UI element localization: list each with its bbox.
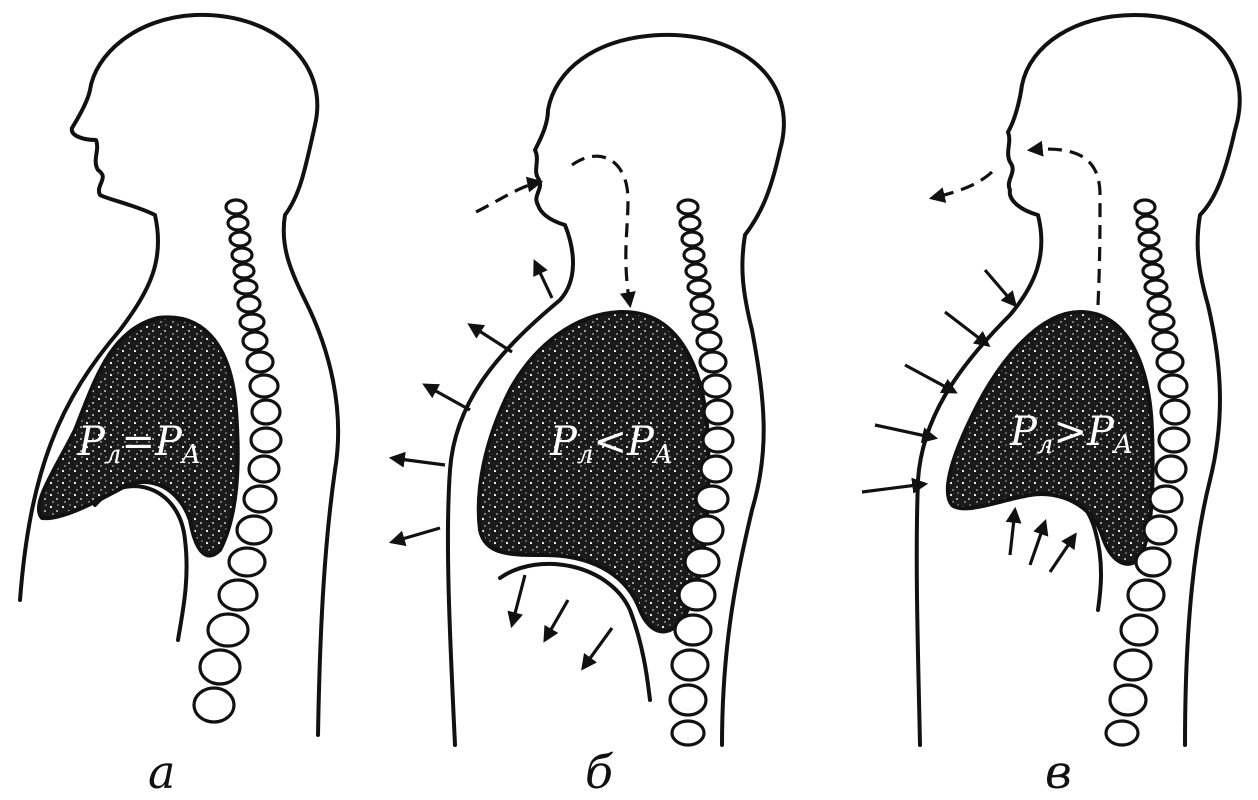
diaphragm-arrows-c <box>1010 510 1075 572</box>
panel-a: Pл=PA а <box>20 15 338 799</box>
diaphragm-a <box>95 486 187 640</box>
inhale-airflow-arrow-b <box>476 182 540 212</box>
panel-label-a: а <box>148 745 175 799</box>
lung-b <box>479 312 709 631</box>
vertebrae-upper-c <box>1135 200 1177 350</box>
panel-label-b: б <box>585 745 614 799</box>
panel-label-c: в <box>1045 745 1072 799</box>
panel-c: Pл>PA в <box>862 15 1240 799</box>
diaphragm-arrows-b <box>512 575 612 668</box>
panel-b: Pл<PA б <box>392 35 784 799</box>
vertebrae-upper-b <box>678 200 721 350</box>
airway-inflow-arrow-b <box>572 156 630 305</box>
vertebrae-upper-a <box>226 200 267 350</box>
exhale-airflow-arrow-c <box>932 172 992 198</box>
